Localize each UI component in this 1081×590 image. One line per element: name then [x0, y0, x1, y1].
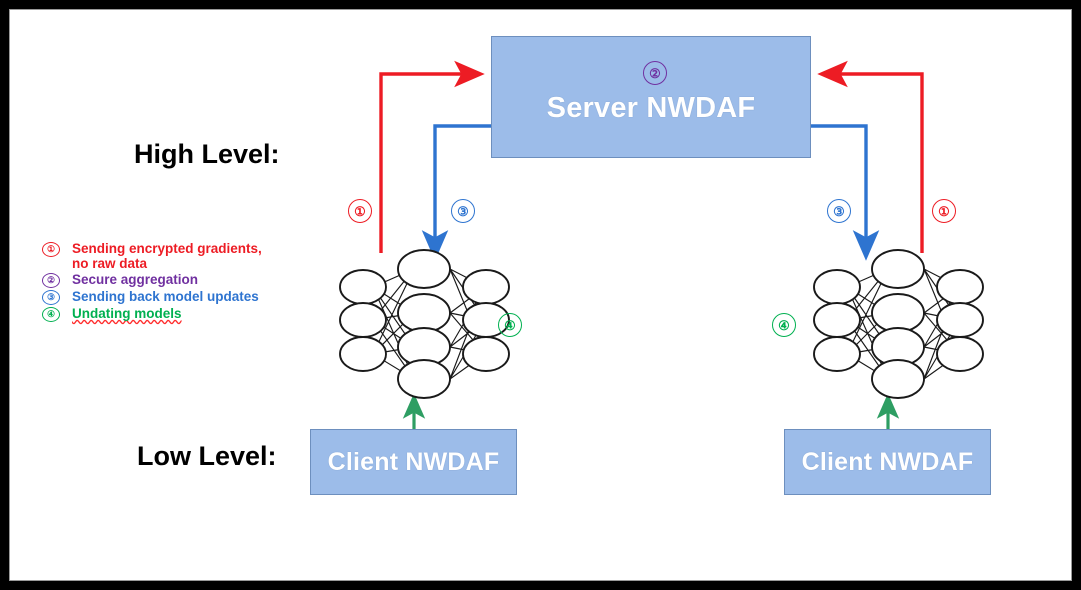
legend-item: ② Secure aggregation [42, 272, 310, 288]
arrow-left-gradients-to-server [379, 60, 485, 253]
step-marker-4-left: ④ [498, 313, 522, 337]
client-nwdaf-label-left: Client NWDAF [327, 447, 500, 476]
connector-layer [379, 60, 924, 429]
arrow-right-gradients-to-server [817, 60, 924, 253]
step-marker-1-right: ① [932, 199, 956, 223]
legend: ① Sending encrypted gradients, no raw da… [42, 241, 310, 323]
legend-marker-4: ④ [42, 307, 60, 322]
legend-item: ④ Undating models [42, 306, 310, 322]
neural-network-layer [339, 249, 984, 399]
arrow-left-updates-to-network [421, 124, 491, 261]
client-nwdaf-box-left[interactable]: Client NWDAF [310, 429, 517, 495]
client-nwdaf-label-right: Client NWDAF [801, 447, 974, 476]
neural-network-left [339, 249, 510, 399]
step-marker-1-left: ① [348, 199, 372, 223]
diagram-stage: Server NWDAF Client NWDAF Client NWDAF H… [10, 10, 1071, 580]
legend-marker-3: ③ [42, 290, 60, 305]
step-marker-3-right: ③ [827, 199, 851, 223]
legend-label-3: Sending back model updates [72, 289, 259, 304]
step-marker-2-server: ② [643, 61, 667, 85]
legend-label-4: Undating models [72, 306, 182, 321]
client-nwdaf-box-right[interactable]: Client NWDAF [784, 429, 991, 495]
legend-item: ③ Sending back model updates [42, 289, 310, 305]
legend-label-2: Secure aggregation [72, 272, 199, 287]
server-nwdaf-label: Server NWDAF [546, 91, 756, 124]
legend-marker-1: ① [42, 242, 60, 257]
server-nwdaf-box[interactable]: Server NWDAF [491, 36, 811, 158]
high-level-label: High Level: [134, 139, 280, 169]
neural-network-right [813, 249, 984, 399]
arrow-right-updates-to-network [811, 124, 880, 261]
step-marker-4-right: ④ [772, 313, 796, 337]
legend-item: ① Sending encrypted gradients, no raw da… [42, 241, 310, 271]
diagram-frame: Server NWDAF Client NWDAF Client NWDAF H… [9, 9, 1072, 581]
step-marker-3-left: ③ [451, 199, 475, 223]
low-level-label: Low Level: [137, 441, 277, 471]
legend-marker-2: ② [42, 273, 60, 288]
legend-label-1: Sending encrypted gradients, no raw data [72, 241, 262, 271]
